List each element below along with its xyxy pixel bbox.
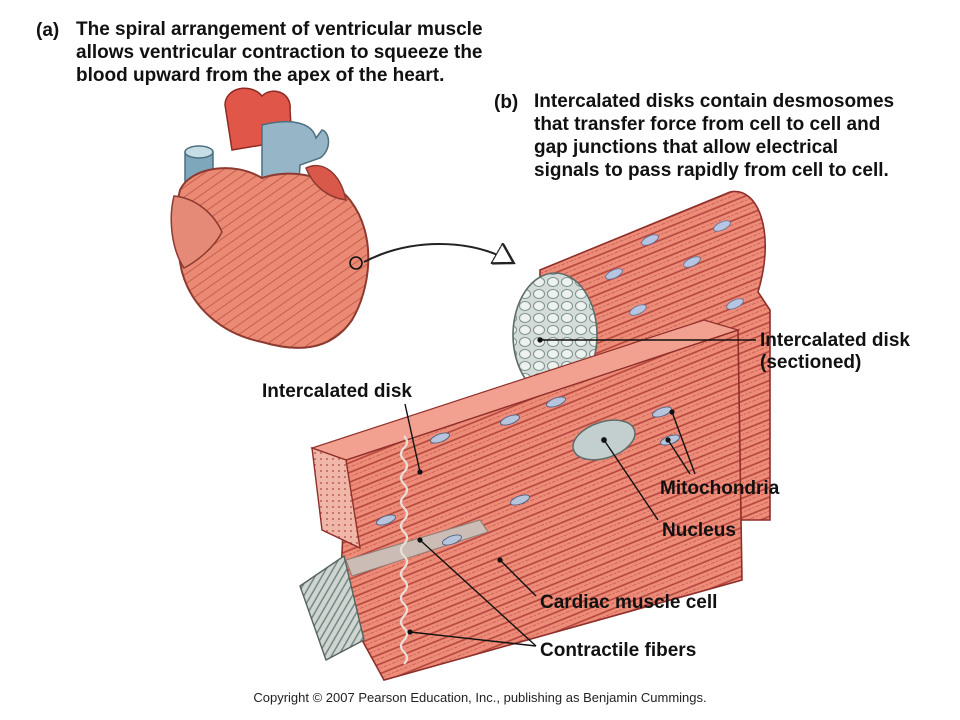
heart-illustration <box>170 87 370 349</box>
panel-a-caption: The spiral arrangement of ventricular mu… <box>76 19 483 86</box>
label-nucleus: Nucleus <box>662 520 736 541</box>
mitochondria-shapes <box>376 396 680 546</box>
label-mitochondria: Mitochondria <box>660 478 780 499</box>
label-contractile-fibers: Contractile fibers <box>540 640 697 661</box>
intercalated-disk-line <box>399 435 409 665</box>
heart-ventricles <box>175 167 370 349</box>
panel-b-caption: Intercalated disks contain desmosomes th… <box>534 91 895 181</box>
label-intercalated-disk-sectioned: Intercalated disk (sectioned) <box>760 330 910 373</box>
copyright-notice: Copyright © 2007 Pearson Education, Inc.… <box>253 690 707 705</box>
panel-b-label: (b) <box>494 92 519 113</box>
cut-face <box>311 446 361 550</box>
panel-a-label: (a) <box>36 20 60 41</box>
heart-auricle <box>170 195 223 269</box>
leader-lines <box>404 339 756 647</box>
leader-dots <box>407 337 675 635</box>
apex-marker <box>349 256 363 270</box>
label-intercalated-disk: Intercalated disk <box>262 381 412 402</box>
label-cardiac-muscle-cell: Cardiac muscle cell <box>540 592 718 613</box>
lower-muscle-block <box>299 319 743 681</box>
contractile-fiber-bundle <box>299 554 365 661</box>
magnify-arrow <box>363 244 512 262</box>
